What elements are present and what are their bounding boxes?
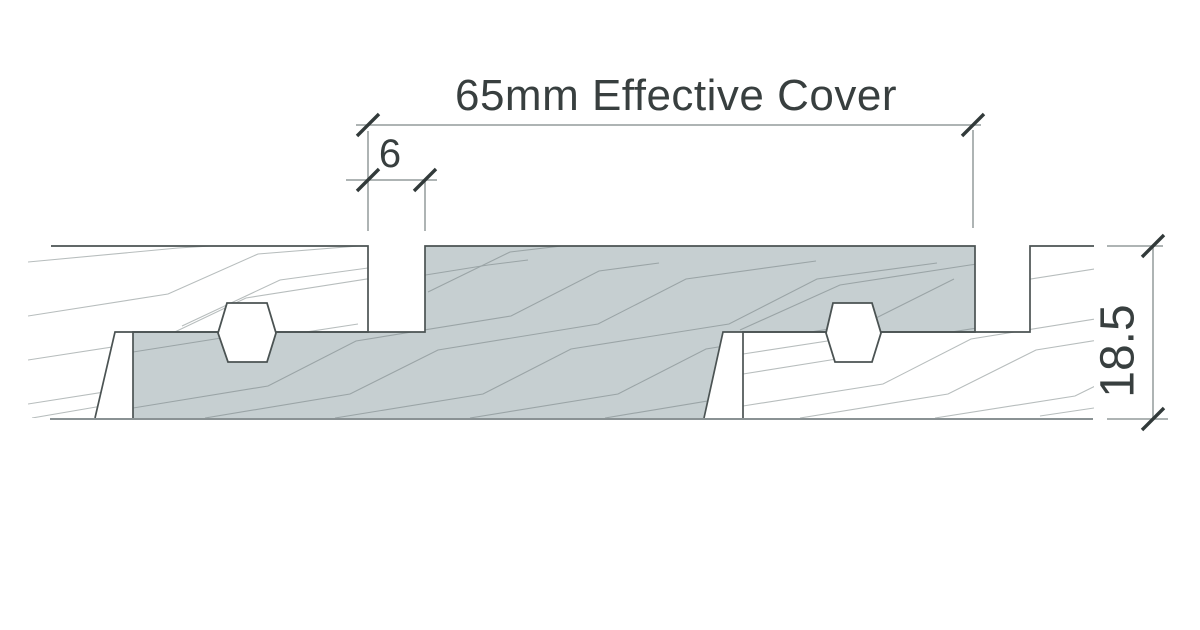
dim-tick <box>1140 406 1166 432</box>
grain-line <box>334 262 938 418</box>
grain-line <box>133 262 660 409</box>
hex-fixing-icon <box>825 302 882 363</box>
dimension-ticks <box>355 112 1166 432</box>
dim-label-thickness: 18.5 <box>1092 304 1145 397</box>
grain-line <box>743 357 844 375</box>
grain-line <box>28 246 368 317</box>
grain-line <box>743 305 1094 407</box>
grain-line <box>1039 407 1094 417</box>
board-outlines <box>51 245 1094 419</box>
grain-line <box>799 325 1094 418</box>
dim-tick <box>1140 233 1166 259</box>
grain-line <box>427 246 631 293</box>
dim-tick <box>960 112 986 138</box>
grain-line <box>469 278 955 418</box>
right-board-outline <box>742 245 1094 418</box>
grain-line <box>739 251 975 331</box>
dim-tick <box>355 112 381 138</box>
hex-fixing-icon <box>217 302 277 363</box>
grain-line <box>204 260 817 418</box>
highlighted-board-fill <box>133 246 975 418</box>
dim-tick <box>355 167 381 193</box>
dimension-labels: 65mm Effective Cover 6 18.5 <box>379 71 1145 398</box>
grain-line <box>28 275 368 361</box>
dimension-lines <box>346 124 1168 420</box>
grain-line <box>28 246 309 263</box>
grain-line <box>934 353 1094 418</box>
grain-line <box>31 405 103 418</box>
dim-label-effective-cover: 65mm Effective Cover <box>455 71 897 120</box>
dim-label-shadow-gap: 6 <box>379 132 401 176</box>
hex-fixings <box>217 302 882 363</box>
dim-tick <box>412 167 438 193</box>
grain-line <box>181 267 368 327</box>
